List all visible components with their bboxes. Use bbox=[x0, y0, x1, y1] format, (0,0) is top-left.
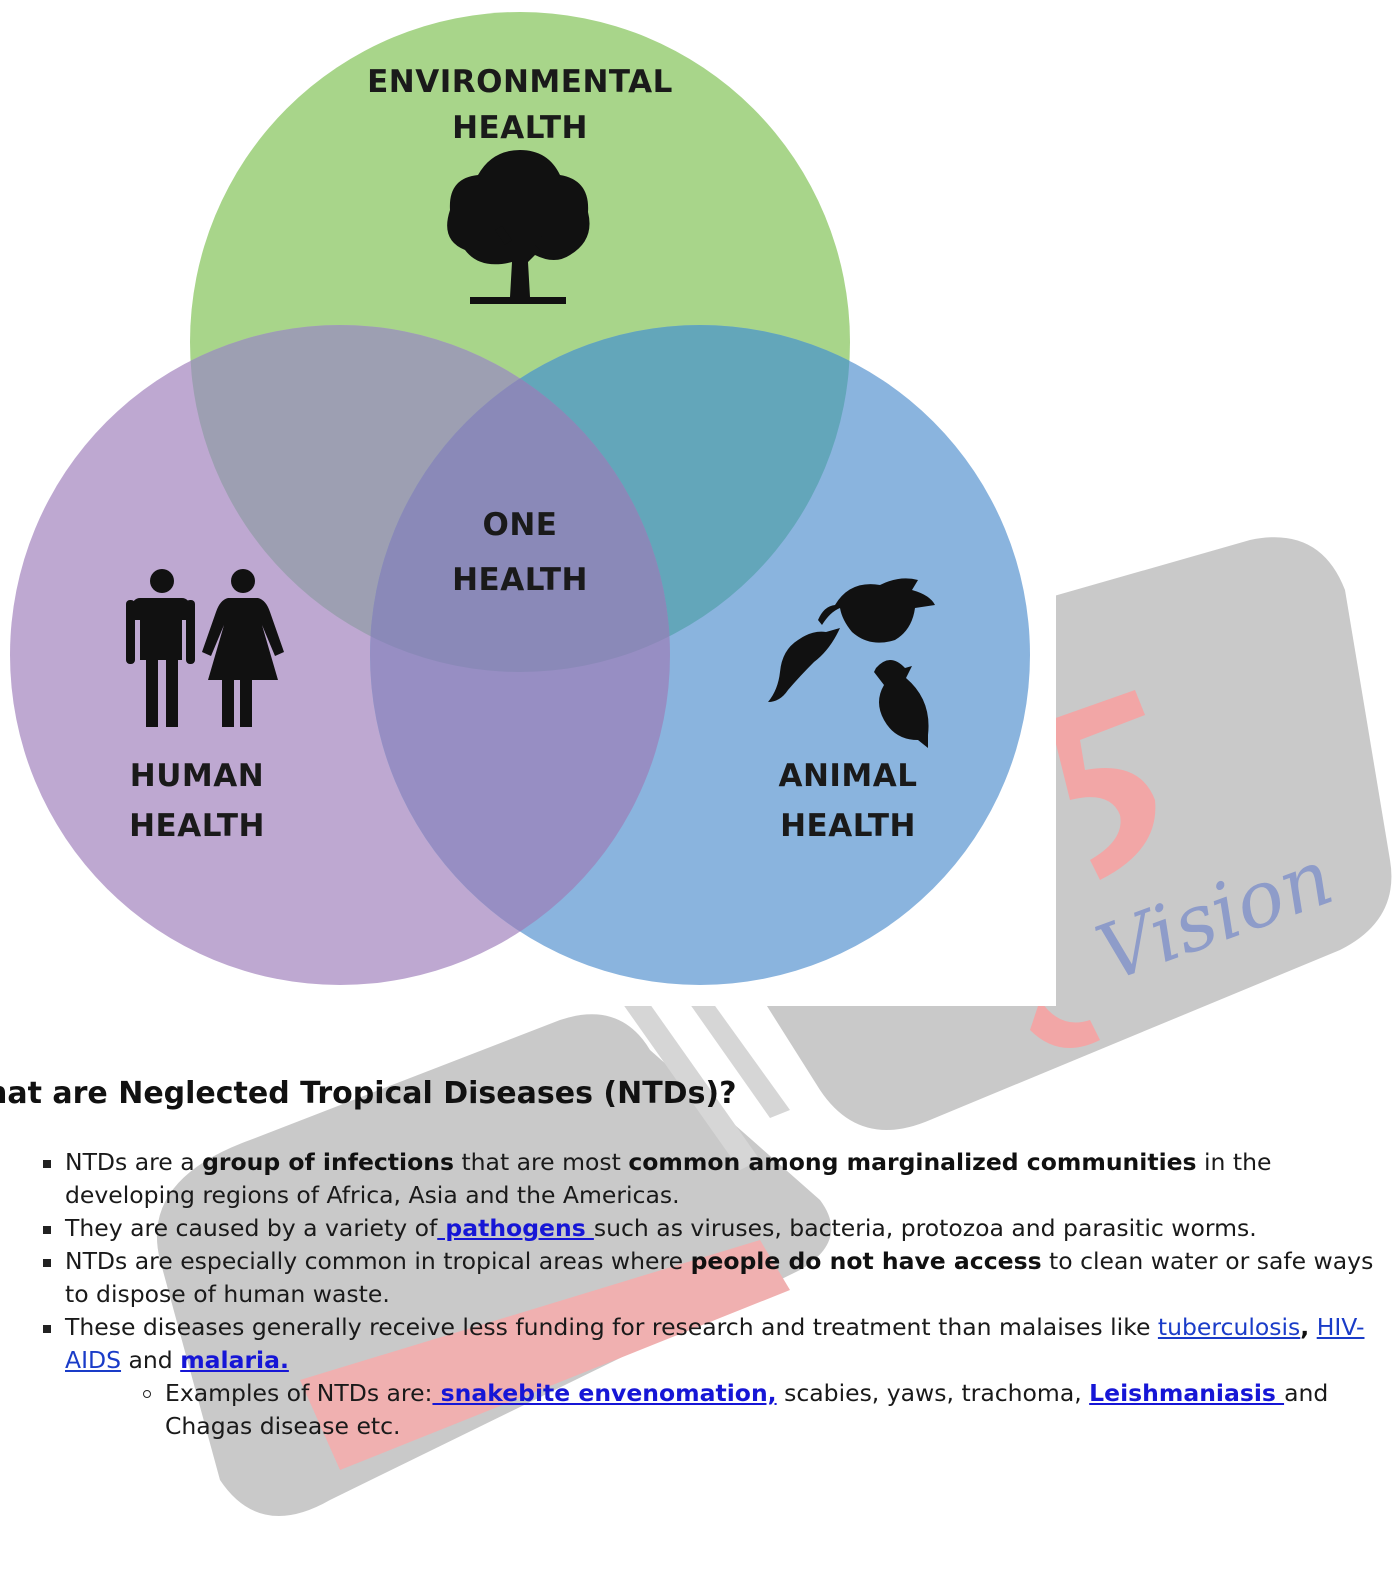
section-heading: hat are Neglected Tropical Diseases (NTD… bbox=[0, 1076, 737, 1111]
pathogens-link[interactable]: pathogens bbox=[437, 1214, 594, 1242]
item1-text3: in the developing regions of Africa, Asi… bbox=[65, 1148, 1272, 1209]
item2-text1: They are caused by a variety of bbox=[65, 1214, 438, 1242]
human-label-line2: HEALTH bbox=[129, 808, 265, 844]
one-health-venn-diagram: ENVIRONMENTAL HEALTH ONE HEALTH HUMAN bbox=[0, 0, 1056, 1006]
malaria-link[interactable]: malaria. bbox=[180, 1346, 289, 1374]
item4-text2: and bbox=[121, 1346, 181, 1374]
hiv-aids-link[interactable]: HIV-AIDS bbox=[65, 1313, 1365, 1374]
item3-text2: to clean water or safe ways to dispose o… bbox=[65, 1247, 1374, 1308]
animal-label-line1: ANIMAL bbox=[778, 758, 917, 794]
item4-comma: , bbox=[1300, 1313, 1310, 1341]
people-icon bbox=[126, 569, 284, 727]
ntd-examples-list: Examples of NTDs are: snakebite envenoma… bbox=[65, 1377, 1387, 1443]
snakebite-envenomation-link[interactable]: snakebite envenomation, bbox=[432, 1379, 777, 1407]
tree-icon bbox=[447, 150, 590, 304]
watermark-letter bbox=[1030, 690, 1156, 1048]
sub-text2: scabies, yaws, trachoma, bbox=[776, 1379, 1090, 1407]
ntd-points-list: NTDs are a group of infections that are … bbox=[0, 1146, 1387, 1443]
one-health-center bbox=[370, 325, 670, 672]
one-health-label-line1: ONE bbox=[483, 507, 558, 543]
item4-space bbox=[1309, 1313, 1316, 1341]
item1-text1: NTDs are a bbox=[65, 1148, 203, 1176]
human-label-line1: HUMAN bbox=[130, 758, 264, 794]
environmental-label-line1: ENVIRONMENTAL bbox=[367, 64, 673, 100]
item1-bold1: group of infections bbox=[202, 1148, 454, 1176]
item1-bold2: common among marginalized communities bbox=[628, 1148, 1197, 1176]
list-item: NTDs are especially common in tropical a… bbox=[43, 1245, 1387, 1311]
one-health-label-line2: HEALTH bbox=[452, 562, 588, 598]
item4-text1: These diseases generally receive less fu… bbox=[65, 1313, 1158, 1341]
item3-text1: NTDs are especially common in tropical a… bbox=[65, 1247, 691, 1275]
tuberculosis-link[interactable]: tuberculosis bbox=[1157, 1313, 1301, 1341]
leishmaniasis-link[interactable]: Leishmaniasis bbox=[1089, 1379, 1285, 1407]
item2-text2: such as viruses, bacteria, protozoa and … bbox=[593, 1214, 1257, 1242]
item1-text2: that are most bbox=[453, 1148, 629, 1176]
list-item: Examples of NTDs are: snakebite envenoma… bbox=[143, 1377, 1387, 1443]
sub-text1: Examples of NTDs are: bbox=[165, 1379, 433, 1407]
list-item: They are caused by a variety of pathogen… bbox=[43, 1212, 1387, 1245]
sub-text3: and Chagas disease etc. bbox=[165, 1379, 1329, 1440]
list-item: These diseases generally receive less fu… bbox=[43, 1311, 1387, 1443]
list-item: NTDs are a group of infections that are … bbox=[43, 1146, 1387, 1212]
animal-label-line2: HEALTH bbox=[780, 808, 916, 844]
birds-icon bbox=[768, 578, 935, 748]
environmental-label-line2: HEALTH bbox=[452, 110, 588, 146]
item3-bold1: people do not have access bbox=[690, 1247, 1042, 1275]
